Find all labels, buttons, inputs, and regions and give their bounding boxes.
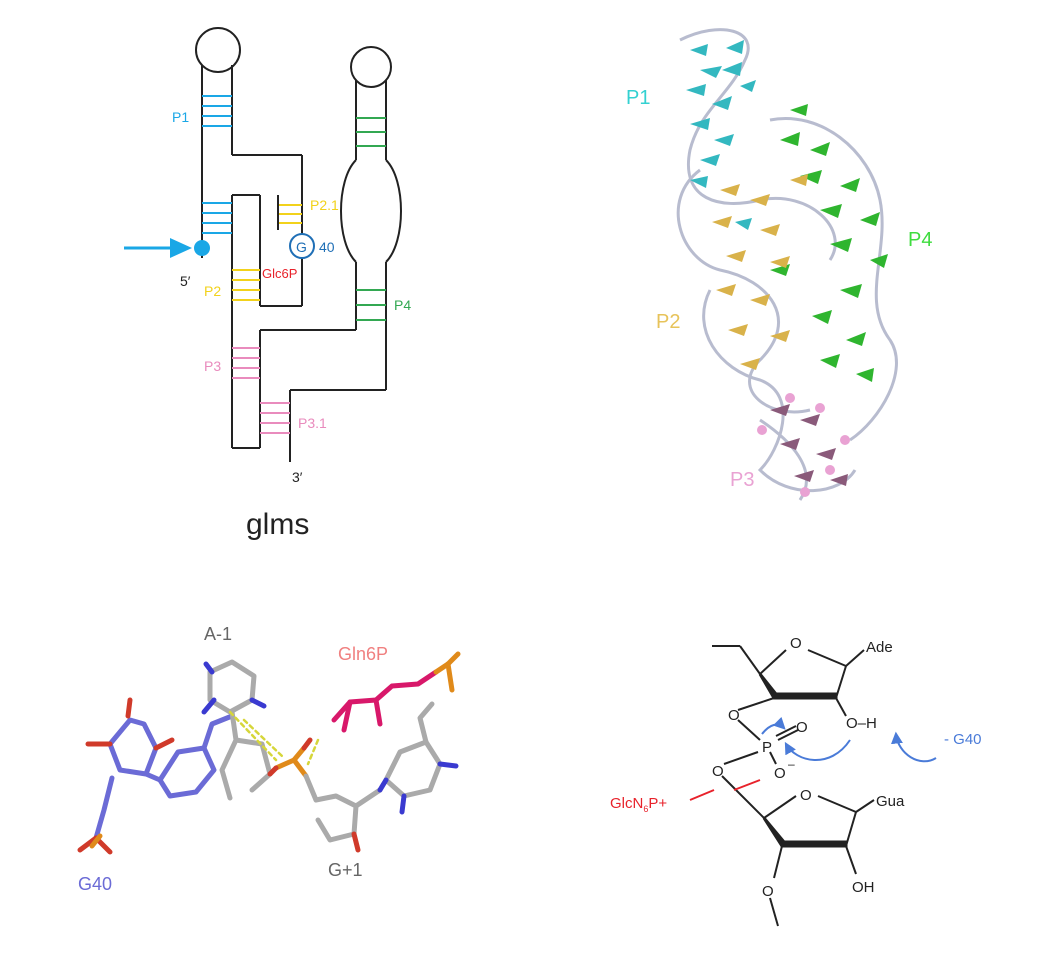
g-plus-1-heteroatoms [377,761,459,815]
ribose-bond [845,649,865,667]
label-3d-p3: P3 [730,469,754,491]
hydrogen-bonds [228,710,320,766]
g40-circle-icon [289,233,315,259]
mechanism-panel [712,645,875,927]
p2-helix-region [712,174,808,370]
label-p3: P3 [204,358,221,374]
label-gln6p: Gln6P [338,644,388,664]
g40-residue [93,713,235,841]
label-o-minus-charge: – [788,757,795,771]
ribose-bond [835,697,847,717]
label-ring-o-upper: O [790,635,802,652]
ribose-bond [737,697,775,711]
scissile-oxygens [267,737,313,777]
ribose-bond [817,795,857,813]
p4-internal-loop [340,159,357,263]
label-p3-1: P3.1 [298,415,327,431]
p4-hairpin-loop [350,46,392,88]
label-gua: Gua [876,793,905,810]
p2-base-pairs [232,269,260,301]
phosphate-bond [721,775,765,819]
p1-base-pairs [202,95,232,234]
ribose-bond [763,795,797,819]
label-p4: P4 [394,297,411,313]
label-phosphorus: P [762,739,772,756]
ribose-bond [739,645,761,675]
g40-phosphate [89,833,103,849]
label-p-oxygen-double: O [796,719,808,736]
p1-hairpin-loop [195,27,241,73]
p3-base-pairs [232,347,260,379]
label-3d-p4: P4 [908,229,932,251]
scissile-phosphate [273,745,309,779]
gln6p-phosphate [433,651,461,693]
label-o5-prime: O [712,763,724,780]
p3-1-base-pairs [260,402,290,434]
ribose-bond [807,649,847,667]
label-oh: OH [852,879,875,896]
tertiary-structure-panel [676,28,898,501]
ribose-bond [855,799,875,813]
g-plus-1-residue [303,701,443,843]
label-ade: Ade [866,639,893,656]
label-p1: P1 [172,109,189,125]
label-ring-o-lower: O [800,787,812,804]
label-3d-p1: P1 [626,87,650,109]
label-p2-1: P2.1 [310,197,339,213]
label-minus-g40: - G40 [944,731,982,748]
label-glcn6p: GlcN6P+ [610,795,667,814]
phosphate-bond [737,719,761,741]
p4-internal-loop [385,159,402,263]
a-minus-1-nitrogens [201,661,267,715]
label-o2-prime-lower: O [762,883,774,900]
label-o3-prime: O [728,707,740,724]
label-p-oxygen-minus: O [774,765,786,782]
label-three-prime: 3′ [292,469,303,485]
phosphate-bond [769,751,777,765]
ribose-wedge [758,673,838,700]
a-minus-1-residue [207,659,273,801]
ribose-wedge [762,817,848,848]
active-site-panel [77,651,461,855]
p4-base-pairs [356,117,386,321]
ribose-bond [845,845,857,875]
phosphate-bond [775,725,797,737]
ribbon-backbone [676,28,898,501]
ribose-bond [845,811,857,847]
p3-nucleotide-markers [757,393,850,497]
label-glc6p: Glc6P [262,266,297,281]
cleavage-site-dot [194,240,210,256]
glcn6p-attack-lines [689,779,761,801]
ribose-bond [769,897,779,927]
electron-push-arrows [761,716,937,763]
p3-helix-region [770,404,848,486]
p2-1-base-pairs [278,204,302,224]
phosphate-bond [723,751,759,765]
label-five-prime: 5′ [180,273,191,289]
p1-helix-region [686,40,756,230]
label-3d-p2: P2 [656,311,680,333]
ribose-bond [759,649,787,675]
phosphate-bond [777,729,799,741]
label-a-minus-1: A-1 [204,624,232,644]
label-oh-h: O–H [846,715,877,732]
label-g-plus-1: G+1 [328,860,363,880]
label-g-number: 40 [319,239,335,255]
g-plus-1-oxygen [351,831,361,853]
ribose-bond [773,845,783,879]
gln6p-ligand [331,669,439,733]
p4-helix-region [770,104,888,382]
panel-title-glms: glms [246,508,309,541]
label-p2: P2 [204,283,221,299]
cleavage-arrowhead-icon [170,238,192,258]
label-g-circle: G [296,239,307,255]
label-g40-sticks: G40 [78,874,112,894]
ribose-bond [835,665,847,699]
